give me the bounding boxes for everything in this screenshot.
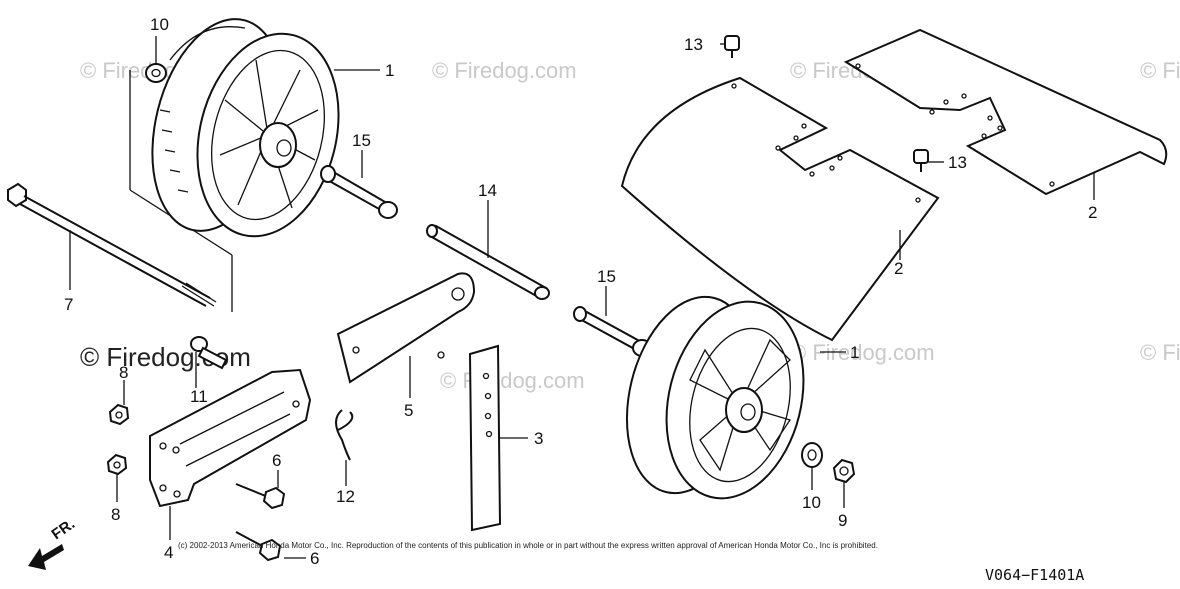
plate-5 (336, 272, 476, 384)
callout-9: 9 (838, 511, 847, 530)
cover-2-lower (620, 76, 940, 342)
bolt-11 (190, 336, 228, 370)
callout-6-lower: 6 (310, 549, 319, 568)
cover-2-upper (843, 28, 1168, 196)
watermark-2: © Firedog.com (432, 58, 577, 83)
direction-label: FR. (49, 515, 79, 543)
clip-12 (335, 409, 354, 461)
callout-8-upper: 8 (119, 363, 128, 382)
washer-10-top (145, 63, 167, 83)
diagram-code: V064−F1401A (985, 566, 1084, 584)
watermark-4: © Firedog.com (1140, 58, 1180, 83)
wheel-1-top (151, 18, 340, 238)
callout-2-lower: 2 (894, 259, 903, 278)
watermark-5: © Firedog.com (440, 368, 585, 393)
bolt-6-upper (235, 483, 286, 510)
callout-13-right: 13 (948, 153, 967, 172)
copyright-notice: (c) 2002-2013 American Honda Motor Co., … (178, 541, 878, 550)
nut-8-lower (106, 453, 128, 476)
callout-4: 4 (164, 543, 173, 562)
callout-7: 7 (64, 295, 73, 314)
axle-pin-14 (426, 224, 550, 300)
watermarks: © Firedog.com © Firedog.com © Firedog.co… (80, 58, 1180, 393)
nut-8-upper (108, 403, 130, 426)
bolt-13-right (913, 149, 929, 172)
callout-1-top: 1 (385, 61, 394, 80)
callout-10-top: 10 (150, 15, 169, 34)
callout-13-top: 13 (684, 35, 703, 54)
callout-15-top: 15 (352, 131, 371, 150)
callout-5: 5 (404, 401, 413, 420)
spacer-15-top (320, 165, 398, 219)
callout-8-lower: 8 (111, 505, 120, 524)
callout-12: 12 (336, 487, 355, 506)
leader-lines (69, 36, 1095, 559)
callout-2-right: 2 (1088, 203, 1097, 222)
callout-1-bottom: 1 (850, 343, 859, 362)
bolt-7-drawing (7, 70, 233, 312)
bolt-13-top (724, 35, 740, 58)
bolt-6-lower (235, 531, 282, 562)
callout-10-bottom: 10 (802, 493, 821, 512)
spacer-15-bottom (573, 306, 652, 357)
washer-10-bottom (801, 442, 823, 468)
nut-9 (832, 458, 856, 484)
callout-14: 14 (478, 181, 497, 200)
front-arrow-icon (28, 544, 64, 570)
plate-3 (468, 344, 502, 532)
callout-3: 3 (534, 429, 543, 448)
callout-15-bottom: 15 (597, 267, 616, 286)
watermark-prominent: © Firedog.com (80, 342, 251, 372)
callout-6-upper: 6 (272, 451, 281, 470)
callout-11: 11 (190, 387, 208, 406)
watermark-7: © Firedog.com (1140, 340, 1180, 365)
wheel-1-bottom (625, 295, 805, 500)
front-direction-indicator: FR. (28, 515, 78, 570)
watermark-6: © Firedog.com (790, 340, 935, 365)
bracket-4 (149, 368, 312, 508)
callouts: 10 1 15 14 15 1 13 13 2 2 7 5 3 11 8 8 6… (64, 15, 1097, 568)
